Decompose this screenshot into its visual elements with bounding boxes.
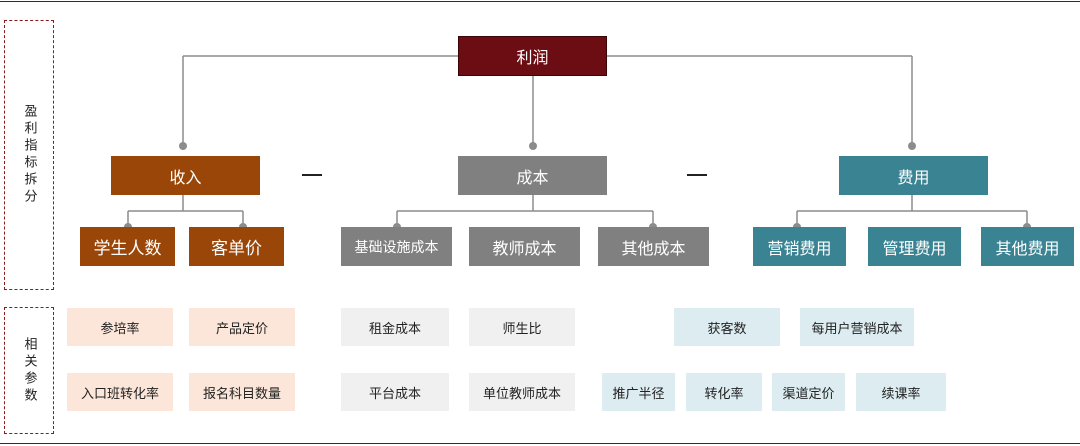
param-teacher-student-ratio-text: 师生比 bbox=[502, 321, 542, 337]
param-platform-cost: 平台成本 bbox=[341, 373, 449, 411]
infrastructure-cost-box: 基础设施成本 bbox=[341, 227, 452, 266]
param-renewal-rate: 续课率 bbox=[856, 373, 946, 411]
param-conversion-rate-text: 转化率 bbox=[704, 386, 744, 402]
other-cost-label: 其他成本 bbox=[621, 238, 686, 258]
cost-label: 成本 bbox=[516, 167, 549, 187]
param-entry-class-conversion: 入口班转化率 bbox=[67, 373, 173, 411]
student-count-label: 学生人数 bbox=[93, 239, 162, 259]
param-product-pricing: 产品定价 bbox=[189, 308, 295, 346]
param-participation-rate: 参培率 bbox=[67, 308, 173, 346]
income-box: 收入 bbox=[111, 156, 260, 195]
infrastructure-cost-label: 基础设施成本 bbox=[354, 239, 439, 256]
other-expense-label: 其他费用 bbox=[995, 238, 1060, 258]
param-customer-acquisition-text: 获客数 bbox=[707, 321, 747, 337]
side-label-parameters: 相关参数 bbox=[4, 307, 54, 434]
param-promotion-radius: 推广半径 bbox=[602, 373, 675, 411]
bottom-rule bbox=[0, 443, 1080, 444]
param-platform-cost-text: 平台成本 bbox=[368, 386, 421, 402]
side-label-bottom-text: 相关参数 bbox=[21, 336, 37, 405]
param-rent-cost: 租金成本 bbox=[341, 308, 449, 346]
other-cost-box: 其他成本 bbox=[598, 227, 709, 266]
param-customer-acquisition: 获客数 bbox=[674, 308, 780, 346]
param-enrolled-subjects-text: 报名科目数量 bbox=[202, 386, 281, 402]
param-product-pricing-text: 产品定价 bbox=[215, 321, 268, 337]
param-enrolled-subjects: 报名科目数量 bbox=[189, 373, 295, 411]
param-marketing-cost-per-user: 每用户营销成本 bbox=[800, 308, 914, 346]
other-expense-box: 其他费用 bbox=[981, 227, 1074, 266]
param-conversion-rate: 转化率 bbox=[686, 373, 762, 411]
top-rule bbox=[0, 1, 1080, 2]
param-channel-pricing: 渠道定价 bbox=[772, 373, 845, 411]
side-label-profit-breakdown: 盈利指标拆分 bbox=[4, 20, 54, 290]
student-count-box: 学生人数 bbox=[80, 227, 175, 266]
income-label: 收入 bbox=[169, 167, 202, 187]
expense-box: 费用 bbox=[839, 156, 988, 195]
management-expense-box: 管理费用 bbox=[868, 227, 961, 266]
avg-price-box: 客单价 bbox=[189, 227, 284, 266]
minus-operator-1 bbox=[302, 174, 322, 176]
param-renewal-rate-text: 续课率 bbox=[881, 386, 921, 402]
param-teacher-student-ratio: 师生比 bbox=[469, 308, 575, 346]
param-marketing-cost-per-user-text: 每用户营销成本 bbox=[811, 321, 903, 337]
management-expense-label: 管理费用 bbox=[882, 238, 947, 258]
teacher-cost-box: 教师成本 bbox=[469, 227, 580, 266]
param-unit-teacher-cost: 单位教师成本 bbox=[469, 373, 575, 411]
cost-box: 成本 bbox=[458, 156, 607, 195]
side-label-top-text: 盈利指标拆分 bbox=[21, 104, 37, 206]
param-rent-cost-text: 租金成本 bbox=[368, 321, 421, 337]
param-promotion-radius-text: 推广半径 bbox=[612, 386, 665, 402]
param-participation-rate-text: 参培率 bbox=[100, 321, 140, 337]
minus-operator-2 bbox=[687, 174, 707, 176]
profit-label: 利润 bbox=[516, 48, 549, 67]
param-unit-teacher-cost-text: 单位教师成本 bbox=[482, 386, 561, 402]
teacher-cost-label: 教师成本 bbox=[492, 238, 557, 258]
marketing-expense-box: 营销费用 bbox=[753, 227, 846, 266]
expense-label: 费用 bbox=[897, 167, 930, 187]
profit-box: 利润 bbox=[458, 36, 607, 76]
marketing-expense-label: 营销费用 bbox=[767, 238, 832, 258]
avg-price-label: 客单价 bbox=[211, 239, 262, 259]
param-entry-class-conversion-text: 入口班转化率 bbox=[80, 386, 159, 402]
param-channel-pricing-text: 渠道定价 bbox=[782, 386, 835, 402]
